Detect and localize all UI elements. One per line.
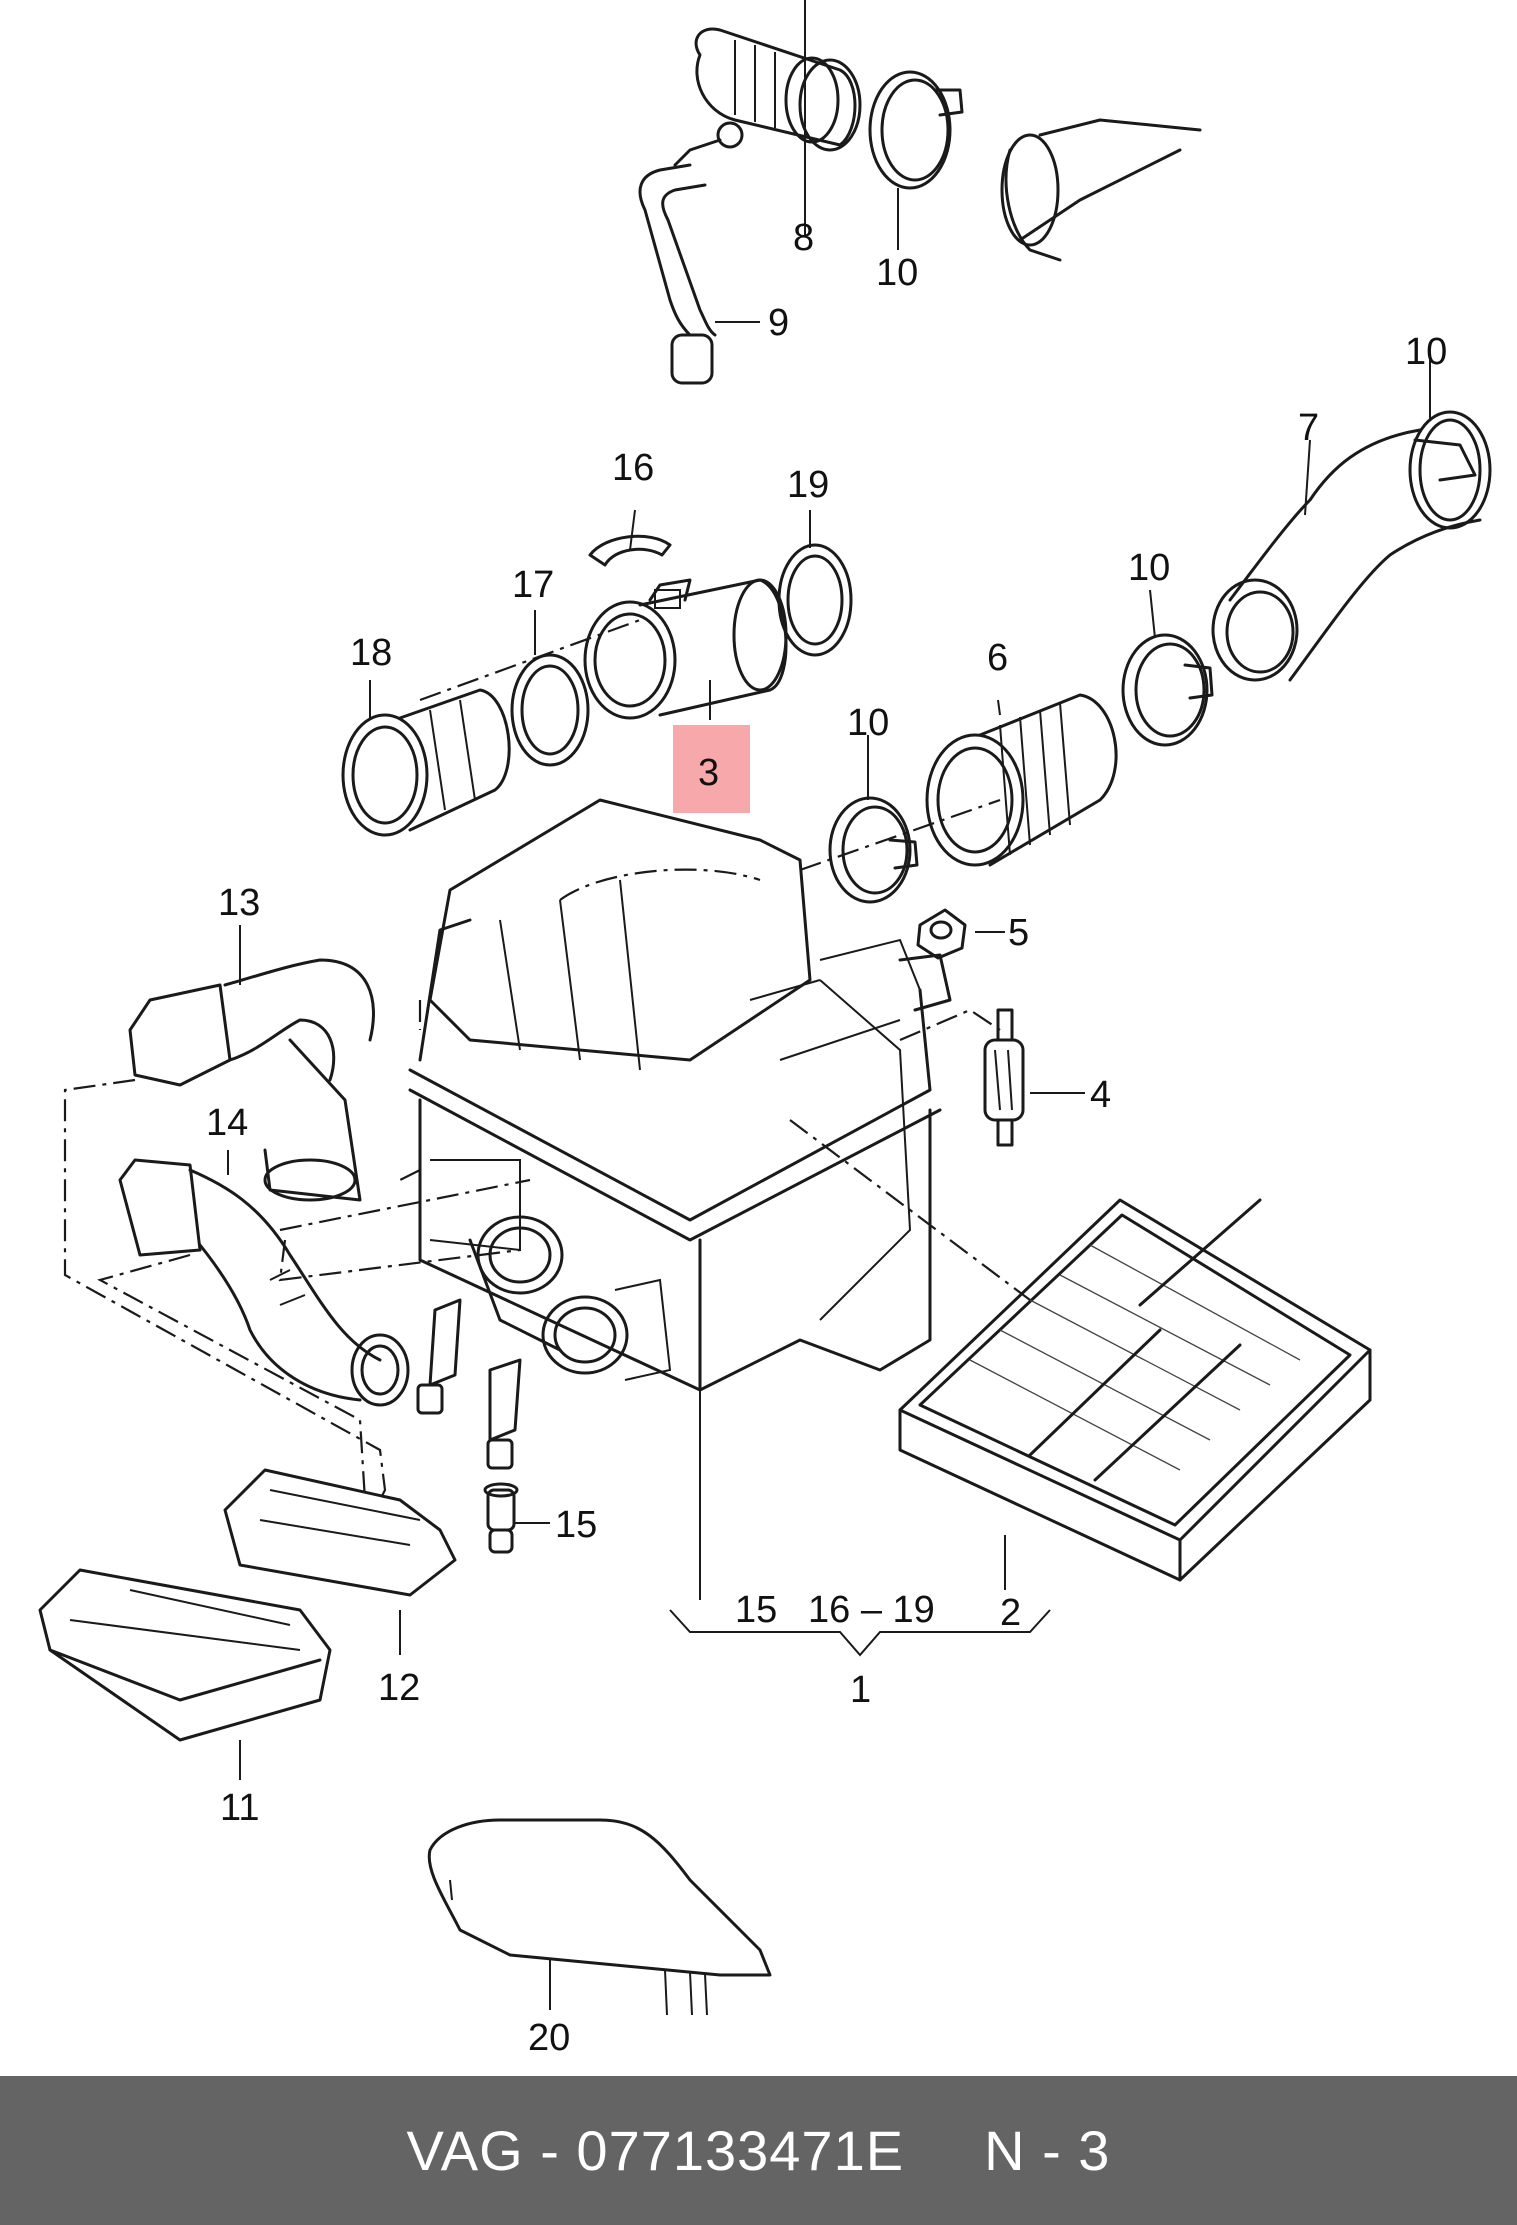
callout-10-mid: 10 bbox=[1128, 547, 1170, 589]
callout-10-top: 10 bbox=[876, 252, 918, 294]
air-duct-part-13 bbox=[128, 958, 375, 1202]
callout-12: 12 bbox=[378, 1667, 420, 1709]
rubber-mount-part-4 bbox=[899, 1008, 1025, 1147]
callout-6: 6 bbox=[987, 637, 1008, 679]
housing-flange-inlet bbox=[468, 1215, 672, 1381]
housing-mounting-pins bbox=[416, 1298, 522, 1470]
part-number-footer: VAG - 077133471E N - 3 bbox=[0, 2076, 1517, 2225]
intake-boot-part-8 bbox=[673, 27, 862, 167]
grommet-part-15 bbox=[483, 1482, 519, 1554]
adapter-part-18 bbox=[341, 618, 641, 837]
seal-ring-part-19 bbox=[777, 543, 853, 657]
callout-20: 20 bbox=[528, 2017, 570, 2059]
nut-part-5 bbox=[916, 908, 967, 960]
callout-10-lower: 10 bbox=[847, 702, 889, 744]
callout-leader-lines bbox=[227, 0, 1431, 2010]
hose-clamp-part-10-top bbox=[868, 70, 964, 190]
air-duct-part-14 bbox=[118, 1158, 410, 1407]
callout-13: 13 bbox=[218, 882, 260, 924]
callout-18: 18 bbox=[350, 632, 392, 674]
callout-15-group: 15 bbox=[735, 1589, 777, 1631]
intake-hose-part-7 bbox=[1211, 410, 1492, 682]
callout-8: 8 bbox=[793, 217, 814, 259]
callout-9: 9 bbox=[768, 302, 789, 344]
hose-clamp-part-10-right-top bbox=[1418, 418, 1482, 522]
callout-14: 14 bbox=[206, 1102, 248, 1144]
callout-16: 16 bbox=[612, 447, 654, 489]
clip-part-16 bbox=[588, 534, 672, 567]
part-number-label: VAG - 077133471E bbox=[406, 2119, 905, 2182]
parts-diagram: 8 10 9 10 7 16 19 17 10 18 6 10 3 13 5 4… bbox=[38, 0, 1492, 2059]
seal-ring-part-17 bbox=[510, 653, 590, 767]
filter-element-part-2 bbox=[898, 1198, 1372, 1582]
callout-17: 17 bbox=[512, 564, 554, 606]
callout-labels: 8 10 9 10 7 16 19 17 10 18 6 10 3 13 5 4… bbox=[206, 217, 1447, 2059]
throttle-connector bbox=[1000, 118, 1202, 262]
hose-clamp-part-10-lower bbox=[799, 796, 1001, 904]
mass-air-flow-sensor-part-3 bbox=[583, 578, 788, 720]
heat-shield-part-20 bbox=[427, 1818, 772, 2016]
callout-5: 5 bbox=[1008, 912, 1029, 954]
vent-hose-part-9 bbox=[638, 163, 717, 385]
callout-10-right: 10 bbox=[1405, 331, 1447, 373]
callout-19: 19 bbox=[787, 464, 829, 506]
hose-clamp-part-10-mid bbox=[1121, 633, 1214, 747]
callout-16-19: 16 – 19 bbox=[808, 1589, 935, 1631]
intake-bellows-part-6 bbox=[925, 693, 1118, 867]
selected-part-highlight bbox=[673, 725, 750, 813]
air-guide-part-11 bbox=[38, 1568, 332, 1742]
callout-1: 1 bbox=[850, 1669, 871, 1711]
callout-11: 11 bbox=[220, 1787, 259, 1829]
callout-2: 2 bbox=[1000, 1592, 1021, 1634]
air-guide-part-12 bbox=[223, 1468, 457, 1597]
callout-3: 3 bbox=[698, 752, 719, 794]
callout-7: 7 bbox=[1298, 407, 1319, 449]
diagram-reference-label: N - 3 bbox=[984, 2119, 1111, 2182]
callout-15-grommet: 15 bbox=[555, 1504, 597, 1546]
assembly-guide-lines bbox=[63, 1000, 1031, 1501]
callout-4: 4 bbox=[1090, 1074, 1111, 1116]
air-filter-housing-part-1 bbox=[408, 798, 952, 1392]
